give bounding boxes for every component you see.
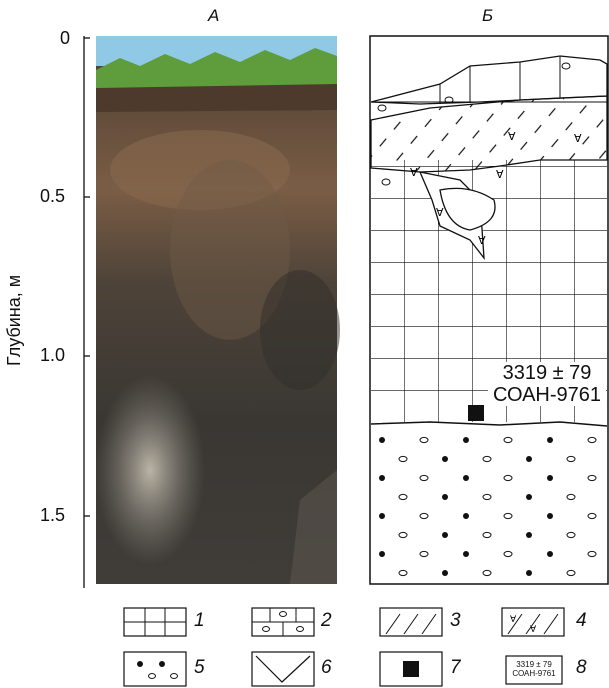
legend-sample-line2: СОАН-9761 [512,669,556,678]
svg-text:∀: ∀ [478,234,486,247]
tick-label-1-5: 1.5 [40,505,66,525]
grid-with-ovals-icon [251,607,315,637]
sand-oval [587,550,597,558]
legend-sample-line1: 3319 ± 79 [516,660,552,669]
sand-oval [587,474,597,482]
sand-oval [503,512,513,520]
sand-oval [566,455,576,463]
radiocarbon-date-label: 3319 ± 79 СОАН-9761 [488,362,606,406]
sand-dot [463,475,469,481]
tick-label-0: 0 [60,28,71,48]
sand-oval [482,531,492,539]
svg-text:∀: ∀ [410,166,418,179]
sand-dot [547,475,553,481]
grid-pattern-icon [123,607,187,637]
tick-label-1-0: 1.0 [40,345,66,365]
depth-axis [83,36,90,588]
sample-marker [468,405,484,421]
sand-oval [482,493,492,501]
sand-oval [503,436,513,444]
sand-dot [442,456,448,462]
dots-and-ovals-icon [123,651,187,687]
sand-dot [547,437,553,443]
legend-num-5: 5 [194,657,205,678]
svg-text:∀: ∀ [508,130,516,143]
radiocarbon-date: 3319 ± 79 [502,362,592,384]
legend-num-2: 2 [321,610,332,631]
sand-dot [547,513,553,519]
sand-oval [566,531,576,539]
sand-dot [442,532,448,538]
sand-oval [398,455,408,463]
sand-dot [379,551,385,557]
sand-oval [398,569,408,577]
sand-oval [587,436,597,444]
svg-text:∀: ∀ [574,132,582,145]
sand-oval [419,550,429,558]
soil-profile-photo [95,36,340,584]
svg-text:∀: ∀ [496,168,504,181]
panel-b-title: Б [482,6,494,25]
hatch-with-v-marks-icon: ∀ ∀ [501,607,565,637]
sand-oval [398,493,408,501]
tick-label-0-5: 0.5 [40,186,66,206]
sand-oval [482,455,492,463]
sand-oval [419,474,429,482]
legend-num-7: 7 [450,657,461,678]
sand-oval [419,436,429,444]
diagonal-hatch-icon [379,607,443,637]
date-label-icon [505,655,563,685]
legend-icons: ∀ ∀ [123,607,565,687]
sand-oval [587,512,597,520]
sand-oval [566,569,576,577]
legend-num-1: 1 [194,610,205,631]
sand-dot [379,475,385,481]
sand-oval [503,550,513,558]
legend-num-8: 8 [576,657,587,678]
sand-oval [482,569,492,577]
svg-text:∀: ∀ [530,625,537,635]
sand-dot [379,513,385,519]
sand-dot [463,513,469,519]
sand-dot [463,551,469,557]
sand-oval [566,493,576,501]
sand-dot [526,532,532,538]
legend-sample-label: 3319 ± 79 СОАН-9761 [507,660,561,678]
legend-num-3: 3 [450,610,461,631]
soil-profile-diagram: ∀ ∀ ∀ ∀ ∀ ∀ [369,35,609,585]
black-square-icon [379,651,443,687]
legend-num-4: 4 [576,610,587,631]
svg-text:∀: ∀ [436,206,444,219]
sand-oval [503,474,513,482]
radiocarbon-lab-code: СОАН-9761 [492,384,602,406]
panel-a-title: А [208,6,220,25]
sand-oval [419,512,429,520]
sand-dot [526,456,532,462]
sand-dot [442,570,448,576]
sand-dot [379,437,385,443]
sand-oval [398,531,408,539]
svg-text:∀: ∀ [510,615,517,625]
sand-layer-pattern [379,436,597,577]
sand-dot [526,570,532,576]
legend-num-6: 6 [321,657,332,678]
sand-dot [442,494,448,500]
wedge-outline-icon [251,651,315,687]
sand-dot [526,494,532,500]
sand-dot [547,551,553,557]
sand-dot [463,437,469,443]
